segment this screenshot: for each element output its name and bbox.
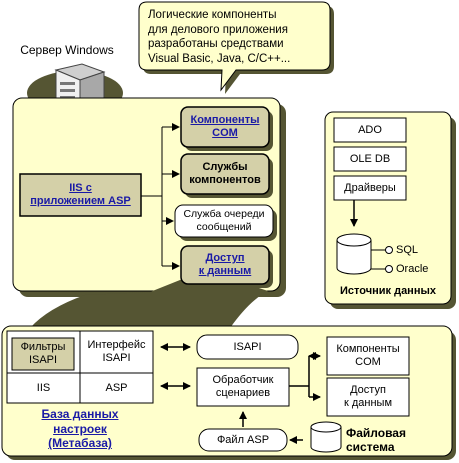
- callout-text: Логические компоненты для делового прило…: [148, 6, 328, 68]
- iis-app-label: IIS с приложением ASP: [30, 182, 131, 207]
- callout-line-3: разработаны средствами: [148, 38, 284, 50]
- asp-label: ASP: [105, 381, 128, 394]
- isapi-label: ISAPI: [233, 340, 262, 353]
- ado-label: ADO: [358, 123, 382, 136]
- oracle-label: Oracle: [396, 262, 429, 275]
- oledb-box: [333, 146, 407, 172]
- script-handler-label: Обработчик сценариев: [212, 374, 274, 399]
- com-components-label: Компоненты COM: [190, 114, 260, 139]
- iis-grid: [6, 330, 154, 404]
- drivers-label: Драйверы: [344, 181, 396, 194]
- component-services-box: [180, 153, 273, 198]
- callout-line-4: Visual Basic, Java, C/C++...: [148, 52, 291, 65]
- oledb-label: OLE DB: [349, 152, 391, 165]
- com-components-bottom-box: [326, 336, 410, 376]
- data-access-label: Доступ к данным: [198, 252, 252, 277]
- data-source-caption: Источник данных: [340, 284, 436, 297]
- file-system-label: Файловая система: [346, 426, 406, 454]
- asp-file-box: [198, 428, 288, 452]
- callout-bubble: [138, 1, 334, 94]
- callout-line-2: для делового приложения: [148, 23, 288, 36]
- bottom-arrows: [160, 343, 321, 444]
- drivers-box: [333, 175, 407, 201]
- data-access-bottom-label: Доступ к данным: [343, 384, 393, 409]
- callout-line-1: Логические компоненты: [148, 9, 277, 21]
- iis-label: IIS: [36, 381, 51, 394]
- component-services-label: Службы компонентов: [189, 161, 261, 186]
- sql-label: SQL: [396, 243, 419, 256]
- top-arrows: [141, 123, 180, 270]
- isapi-box: [196, 334, 299, 360]
- com-components-bottom-label: Компоненты COM: [336, 343, 400, 368]
- server-label: Сервер Windows: [20, 42, 114, 57]
- data-access-box: [180, 245, 273, 288]
- file-system-cylinder-icon: [310, 421, 342, 453]
- com-components-box: [180, 106, 273, 151]
- asp-file-label: Файл ASP: [216, 433, 270, 446]
- message-queue-label: Служба очереди сообщений: [183, 208, 265, 233]
- isapi-filters-label: Фильтры ISAPI: [20, 341, 66, 366]
- isapi-interface-label: Интерфейс ISAPI: [87, 339, 146, 364]
- ado-box: [333, 117, 407, 143]
- iis-app-box: [19, 173, 142, 217]
- metabase-label: База данных настроек (Метабаза): [41, 407, 119, 451]
- database-cylinder-icon: [336, 233, 393, 275]
- data-access-bottom-box: [326, 377, 410, 417]
- script-handler-box: [196, 367, 290, 407]
- message-queue-box: [174, 204, 277, 241]
